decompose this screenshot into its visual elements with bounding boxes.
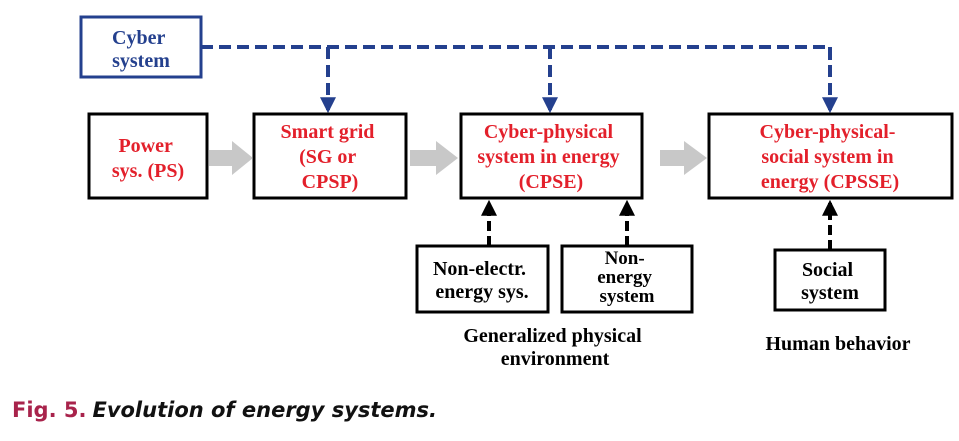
gray-arrow-sg-to-cpse (410, 141, 458, 175)
svg-text:Smart grid (SG or CPSP: Smart grid (SG or CPSP) (281, 121, 380, 193)
svg-text:Non-electr. energy sys.: Non-electr. energy sys. (433, 258, 531, 303)
cpsse-label-line1: Cyber-physical- (760, 121, 896, 143)
non-energy-label-line2: energy (597, 267, 652, 288)
power-system-label-line2: sys. (PS) (112, 160, 184, 182)
figure-caption-text: Evolution of energy systems. (92, 398, 438, 422)
svg-text:Cyber system: Cyber system (112, 27, 170, 72)
cpsse-box (707, 112, 954, 200)
gray-arrow-ps-to-sg (209, 141, 253, 175)
gray-arrow-cpse-to-cpsse (660, 141, 707, 175)
generalized-env-label-line1: Generalized physical (463, 325, 642, 347)
svg-text:Cyber-physical- social sys: Cyber-physical- social system in energy … (760, 121, 901, 193)
figure-number: Fig. 5. (12, 398, 87, 422)
power-system-box (87, 112, 209, 200)
figure-caption: Fig. 5.Evolution of energy systems. (12, 398, 437, 422)
cpsse-label-line2: social system in (761, 146, 893, 168)
cpsse-label-line3: energy (CPSSE) (761, 171, 899, 193)
svg-text:Power sys. (PS): Power sys. (PS) (112, 135, 184, 182)
cpse-label-line1: Cyber-physical (484, 121, 614, 143)
smart-grid-label-line3: CPSP) (302, 171, 359, 193)
smart-grid-box (252, 112, 408, 200)
cyber-system-box (79, 15, 203, 79)
social-system-label-line1: Social (802, 259, 854, 281)
svg-text:Social system: Social system (801, 259, 859, 304)
cyber-system-label-line1: Cyber (112, 27, 165, 49)
svg-text:Non- energy system: Non- energy system (597, 248, 657, 307)
human-behavior-label: Human behavior (765, 333, 910, 355)
cpse-box (459, 112, 644, 200)
cyber-system-label-line2: system (112, 50, 170, 72)
non-electr-box (415, 244, 550, 314)
smart-grid-label-line1: Smart grid (281, 121, 375, 143)
smart-grid-label-line2: (SG or (299, 146, 356, 168)
power-system-label-line1: Power (118, 135, 173, 157)
non-electr-label-line1: Non-electr. (433, 258, 526, 280)
svg-text:Cyber-physical system in e: Cyber-physical system in energy (CPSE) (477, 121, 624, 193)
generalized-env-label-line2: environment (501, 348, 610, 370)
cpse-label-line2: system in energy (477, 146, 619, 168)
non-energy-label-line3: system (600, 286, 655, 307)
non-electr-label-line2: energy sys. (435, 281, 528, 303)
social-system-label-line2: system (801, 282, 859, 304)
svg-text:Generalized physical envir: Generalized physical environment (463, 325, 646, 370)
non-energy-label-line1: Non- (605, 248, 645, 269)
cyber-dashed-line (201, 45, 832, 63)
cpse-label-line3: (CPSE) (519, 171, 583, 193)
energy-evolution-diagram: Cyber system Power sys. (PS) Smart grid … (79, 15, 954, 370)
